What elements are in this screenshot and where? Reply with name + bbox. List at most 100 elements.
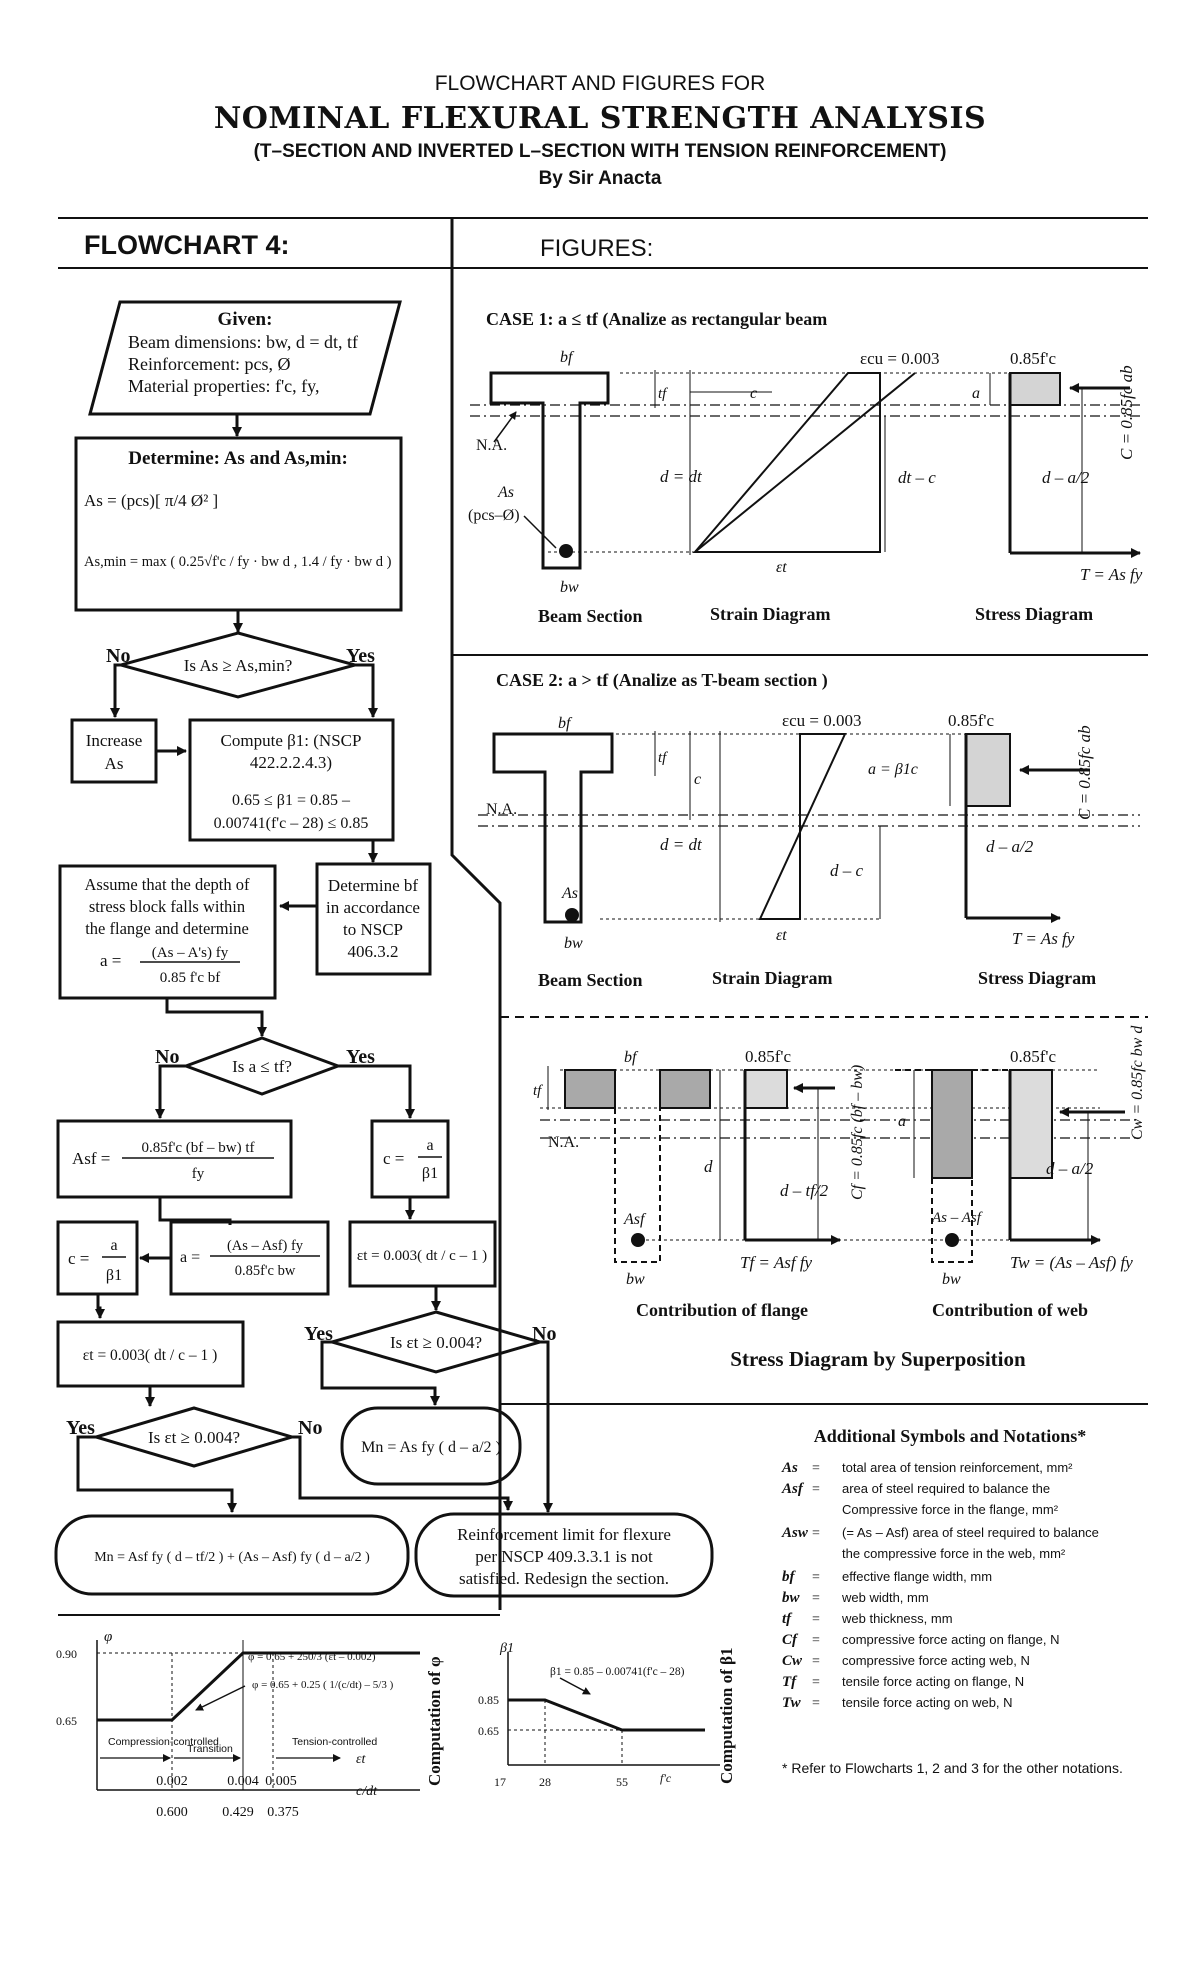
phi-tens: Tension-controlled [292, 1736, 377, 1748]
case1-dimensions: tf d = dt c [654, 370, 772, 555]
et-left-box: εt = 0.003( dt / c – 1 ) [56, 1320, 245, 1388]
sup-cf: Cf = 0.85fc (bf – bw) [849, 1065, 866, 1200]
notation-symbol: Asw [781, 1525, 809, 1541]
phi-x3: 0.005 [265, 1774, 297, 1789]
determine-as: As = (pcs)[ π/4 Ø² ] [84, 491, 218, 510]
c2-box: c = a β1 [56, 1220, 139, 1296]
flange-contribution: bf tf N.A. d Asf bw [533, 1049, 721, 1288]
decision-as-min-no: No [106, 645, 130, 667]
notation-definition: tensile force acting on flange, N [842, 1674, 1024, 1689]
sup-na: N.A. [548, 1134, 579, 1151]
beta-line2: 422.2.2.4.3) [250, 753, 332, 772]
given-line3: Material properties: f'c, fy, [128, 376, 320, 396]
case2-et: εt [776, 927, 787, 944]
arrow-d1-yes [355, 663, 378, 718]
notation-symbol: As [781, 1460, 798, 1476]
flowchart-title: FLOWCHART 4: [84, 230, 289, 260]
bf-line1: Determine bf [328, 876, 418, 895]
case2-dc: d – c [830, 861, 864, 880]
decision-et-right-text: Is εt ≥ 0.004? [390, 1333, 482, 1352]
arrow-d2-no [155, 1064, 186, 1119]
case2-C: C = 0.85fc ab [1075, 725, 1094, 820]
sup-cw: Cw = 0.85fc bw d [1129, 1025, 1146, 1140]
c2-lhs: c = [68, 1249, 89, 1268]
notation-equals: = [812, 1526, 820, 1541]
sup-web-dot [945, 1233, 959, 1247]
arrow-d3-no [540, 1340, 553, 1513]
arrow-d4-yes [76, 1435, 237, 1513]
notation-definition: compressive force acting on flange, N [842, 1632, 1060, 1647]
case2-a: a = β1c [868, 761, 918, 778]
case1-ecu: εcu = 0.003 [860, 349, 940, 368]
case2-ecu: εcu = 0.003 [782, 711, 862, 730]
given-parallelogram: Given: Beam dimensions: bw, d = dt, tf R… [88, 300, 402, 416]
phi-x1b: 0.600 [156, 1805, 188, 1820]
compute-beta-box: Compute β1: (NSCP 422.2.2.4.3) 0.65 ≤ β1… [188, 718, 395, 842]
et-left-text: εt = 0.003( dt / c – 1 ) [83, 1347, 218, 1364]
beta-x55: 55 [616, 1775, 628, 1789]
given-title: Given: [218, 309, 273, 330]
case1-a: a [972, 385, 980, 402]
sup-tf: tf [533, 1083, 543, 1099]
phi-x1: 0.002 [156, 1774, 188, 1789]
case1-C: C = 0.85fc ab [1117, 365, 1136, 460]
mn-left-text: Mn = Asf fy ( d – tf/2 ) + (As – Asf) fy… [94, 1550, 370, 1565]
c2-num: a [110, 1237, 117, 1254]
decision-as-min-text: Is As ≥ As,min? [184, 656, 293, 675]
phi-axis-label: φ [104, 1629, 112, 1645]
case1-beam-section: bf N.A. As (pcs–Ø) bw [468, 349, 610, 596]
phi-x2b: 0.429 [222, 1805, 254, 1820]
case1-pcs: (pcs–Ø) [468, 507, 520, 524]
phi-curve [97, 1651, 420, 1722]
beta-y085: 0.85 [478, 1693, 499, 1707]
limit-line1: Reinforcement limit for flexure [457, 1525, 671, 1544]
c-yes-lhs: c = [383, 1149, 404, 1168]
case2-bw: bw [564, 935, 583, 952]
case1-stress-diagram: 0.85f'c a d – a/2 T = As fy C = 0.85fc a… [972, 349, 1143, 584]
notation-equals: = [812, 1482, 820, 1497]
notation-equals: = [812, 1591, 820, 1606]
sup-title: Stress Diagram by Superposition [730, 1347, 1026, 1371]
case1-cap-stress: Stress Diagram [975, 604, 1093, 624]
flange-stress-block: 0.85f'c d – tf/2 Tf = Asf fy Cf = 0.85fc… [740, 1047, 866, 1272]
arrow-d4-no [292, 1435, 513, 1511]
case1-et: εt [776, 559, 787, 576]
figures-title: FIGURES: [540, 235, 653, 262]
phi-graph: φ 0.90 0.65 φ = 0.65 + 250/3 (εt – 0.002… [56, 1629, 444, 1820]
notations-footnote: * Refer to Flowcharts 1, 2 and 3 for the… [782, 1760, 1123, 1776]
case1-T: T = As fy [1080, 565, 1143, 584]
case1-da2: d – a/2 [1042, 468, 1090, 487]
asf-num: 0.85f'c (bf – bw) tf [141, 1140, 254, 1156]
phi-eq2: φ = 0.65 + 0.25 ( 1/(c/dt) – 5/3 ) [252, 1679, 394, 1691]
mn-left-box: Mn = Asf fy ( d – tf/2 ) + (As – Asf) fy… [54, 1514, 410, 1596]
beta-line3: 0.65 ≤ β1 = 0.85 – [232, 792, 351, 809]
case2-dimensions: tf c d = dt [654, 731, 721, 922]
a2-box: a = (As – Asf) fy 0.85f'c bw [169, 1220, 330, 1296]
decision-et-left-text: Is εt ≥ 0.004? [148, 1428, 240, 1447]
decision-a-tf: Is a ≤ tf? No Yes [155, 1036, 375, 1096]
case2-fc: 0.85f'c [948, 711, 994, 730]
beta-line4: 0.00741(f'c – 28) ≤ 0.85 [214, 815, 369, 832]
notation-symbol: Tf [782, 1674, 798, 1690]
phi-et: εt [356, 1752, 367, 1767]
case2-na: N.A. [486, 801, 517, 818]
beta-line1: Compute β1: (NSCP [221, 731, 362, 750]
case2-title: CASE 2: a > tf (Analize as T-beam sectio… [496, 670, 828, 691]
phi-y065: 0.65 [56, 1714, 77, 1728]
notation-equals: = [812, 1570, 820, 1585]
case2-beam-section: bf N.A. As bw [486, 715, 614, 952]
notation-definition: web thickness, mm [841, 1611, 953, 1626]
decision-a-tf-no: No [155, 1046, 179, 1068]
mn-right-box: Mn = As fy ( d – a/2 ) [340, 1406, 522, 1486]
determine-box: Determine: As and As,min: As = (pcs)[ π/… [74, 436, 403, 612]
increase-line2: As [105, 754, 124, 773]
case1-bw: bw [560, 579, 579, 596]
asf-box: Asf = 0.85f'c (bf – bw) tf fy [56, 1119, 293, 1199]
header-author: By Sir Anacta [538, 168, 662, 189]
web-contribution: a As – Asf bw [895, 1069, 1010, 1288]
sup-tf-force: Tf = Asf fy [740, 1253, 813, 1272]
header-line1: FLOWCHART AND FIGURES FOR [434, 72, 766, 95]
notation-symbol: Cw [782, 1653, 803, 1669]
assume-box: Assume that the depth of stress block fa… [58, 864, 277, 1000]
beta-curve [508, 1698, 705, 1732]
